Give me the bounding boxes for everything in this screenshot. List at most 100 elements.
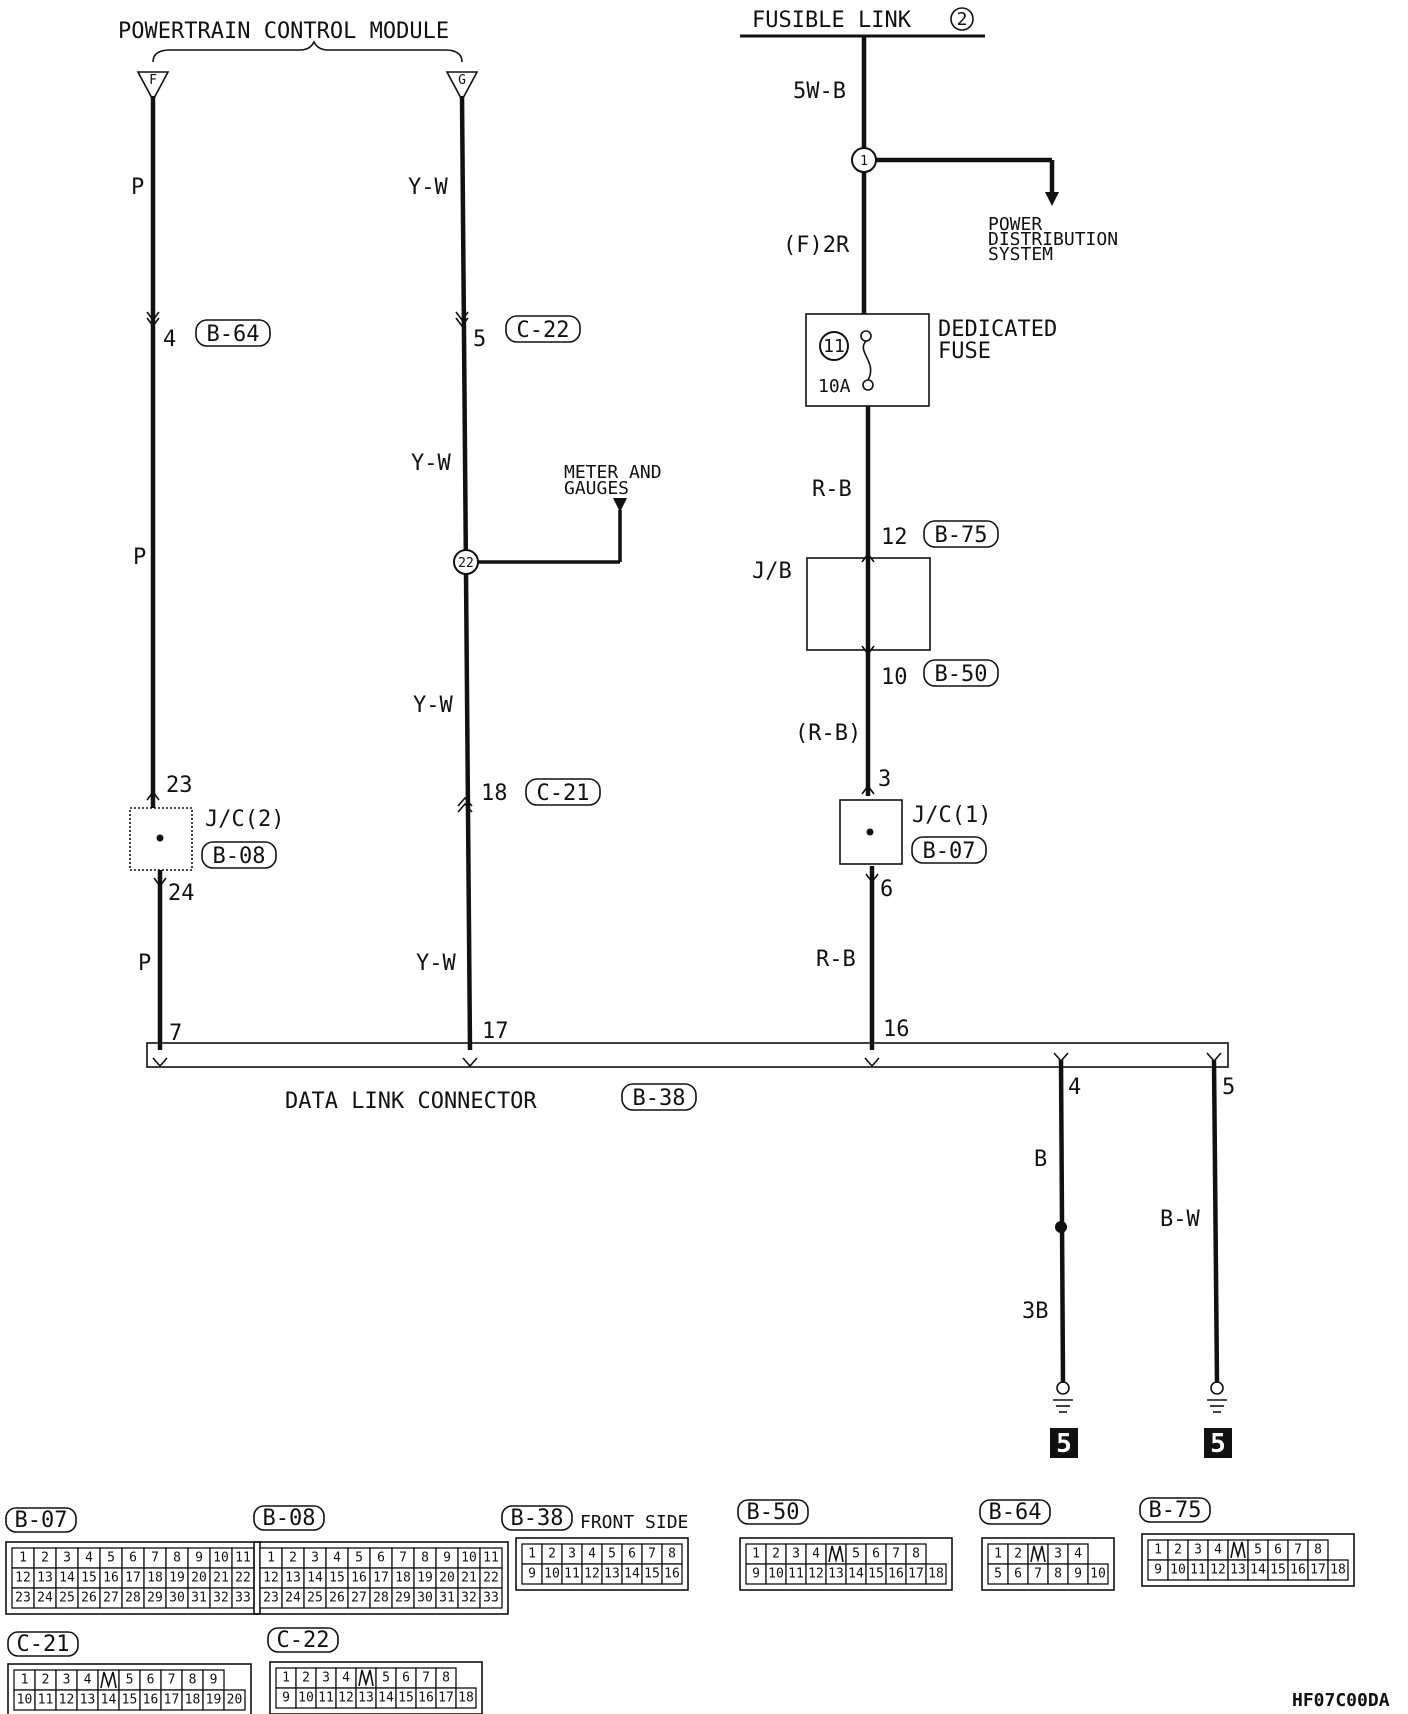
- connector-pin-number: 10: [461, 1551, 477, 1566]
- connector-ref-label: B-07: [923, 839, 976, 864]
- connector-pin-number: 13: [80, 1693, 96, 1708]
- connector-pin-number: 5: [608, 1547, 616, 1562]
- connector-pin-number: 11: [235, 1551, 251, 1566]
- connector-ref-label: B-38: [633, 1086, 686, 1111]
- ground-point-b-label: 5: [1056, 1429, 1072, 1459]
- connector-pin-number: 25: [307, 1591, 323, 1606]
- connector-pin-number: 15: [1270, 1563, 1286, 1578]
- connector-pin-number: 6: [872, 1547, 880, 1562]
- connector-pin-number: 3: [1194, 1543, 1202, 1558]
- connector-pin-number: 13: [604, 1567, 620, 1582]
- connector-pin-number: 17: [164, 1693, 180, 1708]
- connector-pin-number: 10: [544, 1567, 560, 1582]
- connector-marker: [861, 552, 875, 563]
- connector-pin-number: 9: [282, 1691, 290, 1706]
- connector-pin-cell: [223, 1689, 246, 1711]
- connector-pin-number: 29: [147, 1591, 163, 1606]
- joint-connector-2-label: J/C(2): [205, 807, 284, 832]
- wire-color-label: R-B: [816, 947, 856, 972]
- connector-pin-number: 5: [107, 1551, 115, 1566]
- wire-color-label: (R-B): [795, 721, 861, 746]
- connector-pin-number: 8: [442, 1671, 450, 1686]
- connector-pin-number: 22: [235, 1571, 251, 1586]
- pin-number: 3: [878, 767, 891, 792]
- connector-marker: [865, 873, 879, 884]
- connector-pin-number: 17: [125, 1571, 141, 1586]
- jc1-dot: [866, 828, 874, 836]
- connector-pin-number: 2: [289, 1551, 297, 1566]
- meter-gauges-label: GAUGES: [564, 478, 629, 499]
- connector-view-title: B-07: [15, 1508, 68, 1533]
- connector-view-title: C-21: [17, 1632, 70, 1657]
- connector-pin-number: 3: [63, 1551, 71, 1566]
- connector-pin-number: 2: [42, 1673, 50, 1688]
- connector-marker: [146, 790, 160, 801]
- connector-pin-number: 8: [912, 1547, 920, 1562]
- pcm-terminal-f-label: F: [149, 73, 157, 88]
- connector-pin-number: 7: [399, 1551, 407, 1566]
- connector-pin-number: 4: [342, 1671, 350, 1686]
- pcm-bracket: [152, 40, 463, 63]
- splice-22: [453, 549, 479, 575]
- connector-pin-number: 31: [439, 1591, 455, 1606]
- connector-pin-number: 3: [1054, 1547, 1062, 1562]
- data-link-connector-bar: [146, 1042, 1229, 1068]
- connector-pin-cell: [1087, 1563, 1109, 1585]
- connector-pin-number: 12: [338, 1691, 354, 1706]
- connector-ref-label: B-64: [207, 322, 260, 347]
- connector-pin-number: 17: [1310, 1563, 1326, 1578]
- connector-pin-number: 20: [439, 1571, 455, 1586]
- connector-pin-number: 5: [1254, 1543, 1262, 1558]
- connector-pin-number: 15: [122, 1693, 138, 1708]
- connector-pin-number: 16: [143, 1693, 159, 1708]
- connector-pin-number: 4: [84, 1673, 92, 1688]
- wire-color-label: B-W: [1160, 1207, 1200, 1232]
- connector-pin-number: 26: [81, 1591, 97, 1606]
- splice-1: [851, 147, 877, 173]
- connector-pin-number: 18: [185, 1693, 201, 1708]
- connector-view-title-badge: [979, 1499, 1051, 1525]
- connector-marker: [861, 645, 875, 656]
- connector-pin-number: 13: [1230, 1563, 1246, 1578]
- junction-block-box: [806, 557, 931, 651]
- connector-pin-number: 9: [443, 1551, 451, 1566]
- fuse-amperage: 10A: [818, 376, 851, 397]
- connector-pin-number: 1: [1154, 1543, 1162, 1558]
- connector-pin-number: 4: [333, 1551, 341, 1566]
- connector-pin-number: 1: [282, 1671, 290, 1686]
- connector-view-title-badge: [1139, 1497, 1211, 1523]
- connector-pin-number: 24: [37, 1591, 53, 1606]
- connector-pin-number: 30: [169, 1591, 185, 1606]
- connector-pin-number: 8: [1314, 1543, 1322, 1558]
- pin-number: 4: [1068, 1075, 1081, 1100]
- connector-pin-number: 2: [302, 1671, 310, 1686]
- pin-number: 4: [163, 327, 176, 352]
- connector-pin-number: 15: [329, 1571, 345, 1586]
- pcm-terminal-g-label: G: [458, 73, 466, 88]
- connector-view-housing: [739, 1537, 953, 1591]
- pin-number: 23: [166, 773, 193, 798]
- connector-pin-number: 1: [19, 1551, 27, 1566]
- connector-pin-number: 5: [382, 1671, 390, 1686]
- connector-blank-pin-icon: [1230, 1541, 1246, 1559]
- connector-pin-number: 20: [227, 1693, 243, 1708]
- connector-pin-number: 5: [126, 1673, 134, 1688]
- connector-marker: [153, 877, 167, 888]
- connector-pin-number: 9: [528, 1567, 536, 1582]
- connector-ref-label: B-08: [213, 844, 266, 869]
- pin-number: 10: [881, 665, 908, 690]
- connector-pin-number: 18: [1330, 1563, 1346, 1578]
- connector-pin-number: 1: [752, 1547, 760, 1562]
- connector-pin-number: 12: [59, 1693, 75, 1708]
- connector-pin-number: 1: [528, 1547, 536, 1562]
- connector-pin-number: 15: [868, 1567, 884, 1582]
- pin-number: 18: [481, 781, 508, 806]
- connector-pin-number: 12: [808, 1567, 824, 1582]
- connector-pin-number: 23: [15, 1591, 31, 1606]
- connector-pin-number: 10: [213, 1551, 229, 1566]
- connector-marker: [1206, 1052, 1222, 1063]
- wire-color-label: R-B: [812, 477, 852, 502]
